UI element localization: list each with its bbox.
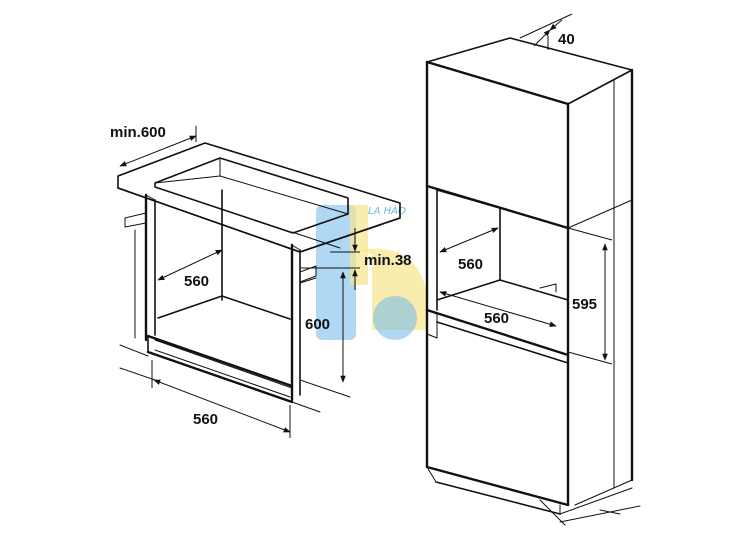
dim-undercounter-depth: 560 [184,273,209,290]
dim-countertop-depth: min.600 [110,124,166,141]
column-cabinet: 40 560 560 595 [425,13,641,526]
dim-gap: min.38 [364,252,412,269]
undercounter-cabinet: min.600 min.38 560 600 560 [110,124,412,438]
dim-column-top: 40 [558,31,575,48]
dim-column-height: 595 [572,296,597,313]
watermark-logo: LA HÀO [316,204,428,340]
dim-undercounter-width: 560 [193,411,218,428]
dim-undercounter-height: 600 [305,316,330,333]
watermark-text: LA HÀO [368,204,406,217]
dim-column-width: 560 [484,310,509,327]
dim-column-depth: 560 [458,256,483,273]
